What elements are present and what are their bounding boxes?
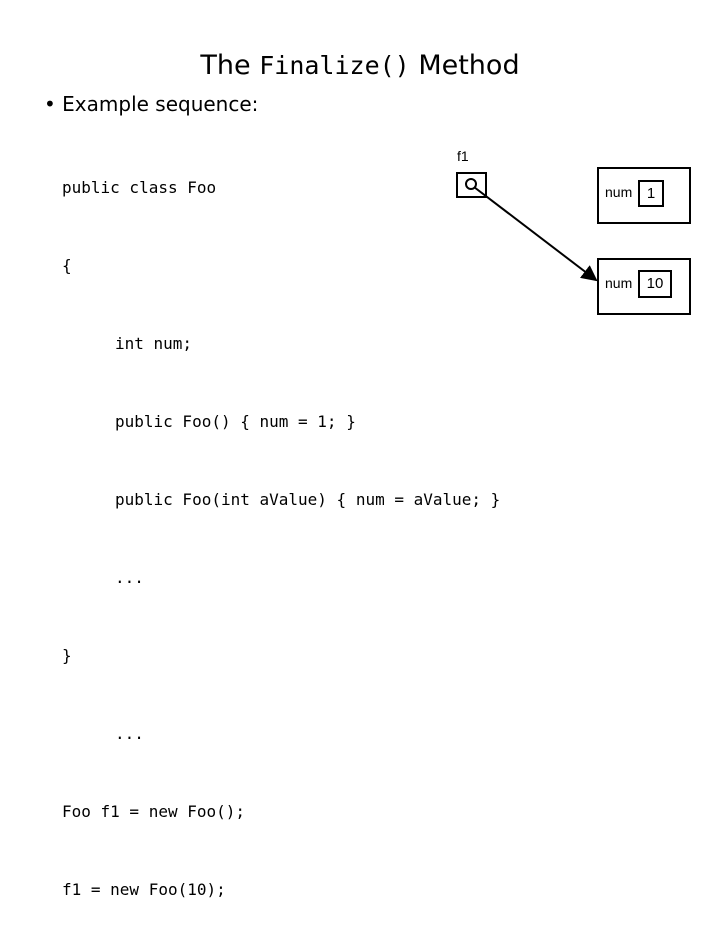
code-line: ... — [115, 568, 144, 587]
reference-arrow — [473, 186, 598, 282]
ref-label: f1 — [457, 148, 469, 164]
code-line: public class Foo — [62, 178, 217, 197]
object-box-1 — [597, 167, 691, 224]
title-prefix: The — [200, 50, 260, 81]
object-box-2 — [597, 258, 691, 315]
title-suffix: Method — [409, 50, 520, 81]
field-value-box: 10 — [638, 270, 672, 298]
code-line: ... — [115, 724, 144, 743]
code-line: Foo f1 = new Foo(); — [62, 802, 246, 821]
field-label: num — [605, 184, 633, 200]
reference-dot-icon — [465, 178, 477, 190]
code-line: int num; — [115, 334, 193, 353]
slide-title: The Finalize() Method — [0, 50, 720, 81]
reference-box — [456, 172, 487, 198]
field-label: num — [605, 275, 633, 291]
field-value-box: 1 — [638, 180, 664, 207]
code-line: f1 = new Foo(10); — [62, 880, 226, 899]
title-code: Finalize() — [259, 51, 410, 80]
bullet-text: Example sequence: — [62, 92, 259, 116]
code-line: public Foo(int aValue) { num = aValue; } — [115, 490, 501, 509]
code-line: public Foo() { num = 1; } — [115, 412, 356, 431]
bullet-item: • Example sequence: — [44, 92, 259, 116]
reference-diagram — [465, 178, 598, 282]
code-line: } — [62, 646, 72, 665]
code-line: { — [62, 256, 72, 275]
